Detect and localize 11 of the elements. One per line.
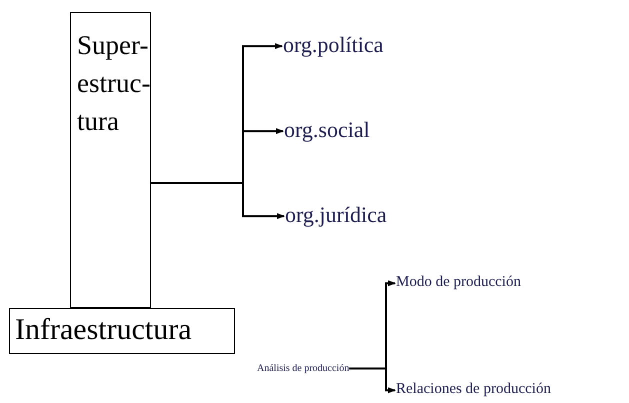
process-box	[70, 12, 151, 308]
arrow	[349, 368, 396, 394]
box-label: Infraestructura	[15, 313, 193, 346]
process-box	[9, 308, 235, 354]
node-label: Análisis de producción	[257, 363, 350, 374]
node-label: org.política	[283, 33, 384, 58]
node-label: org.social	[284, 118, 370, 142]
box-label: Super- estruc- tura	[77, 29, 150, 138]
node-label: Relaciones de producción	[396, 381, 551, 398]
node-label: Modo de producción	[396, 274, 521, 290]
node-label: org.jurídica	[285, 203, 387, 228]
